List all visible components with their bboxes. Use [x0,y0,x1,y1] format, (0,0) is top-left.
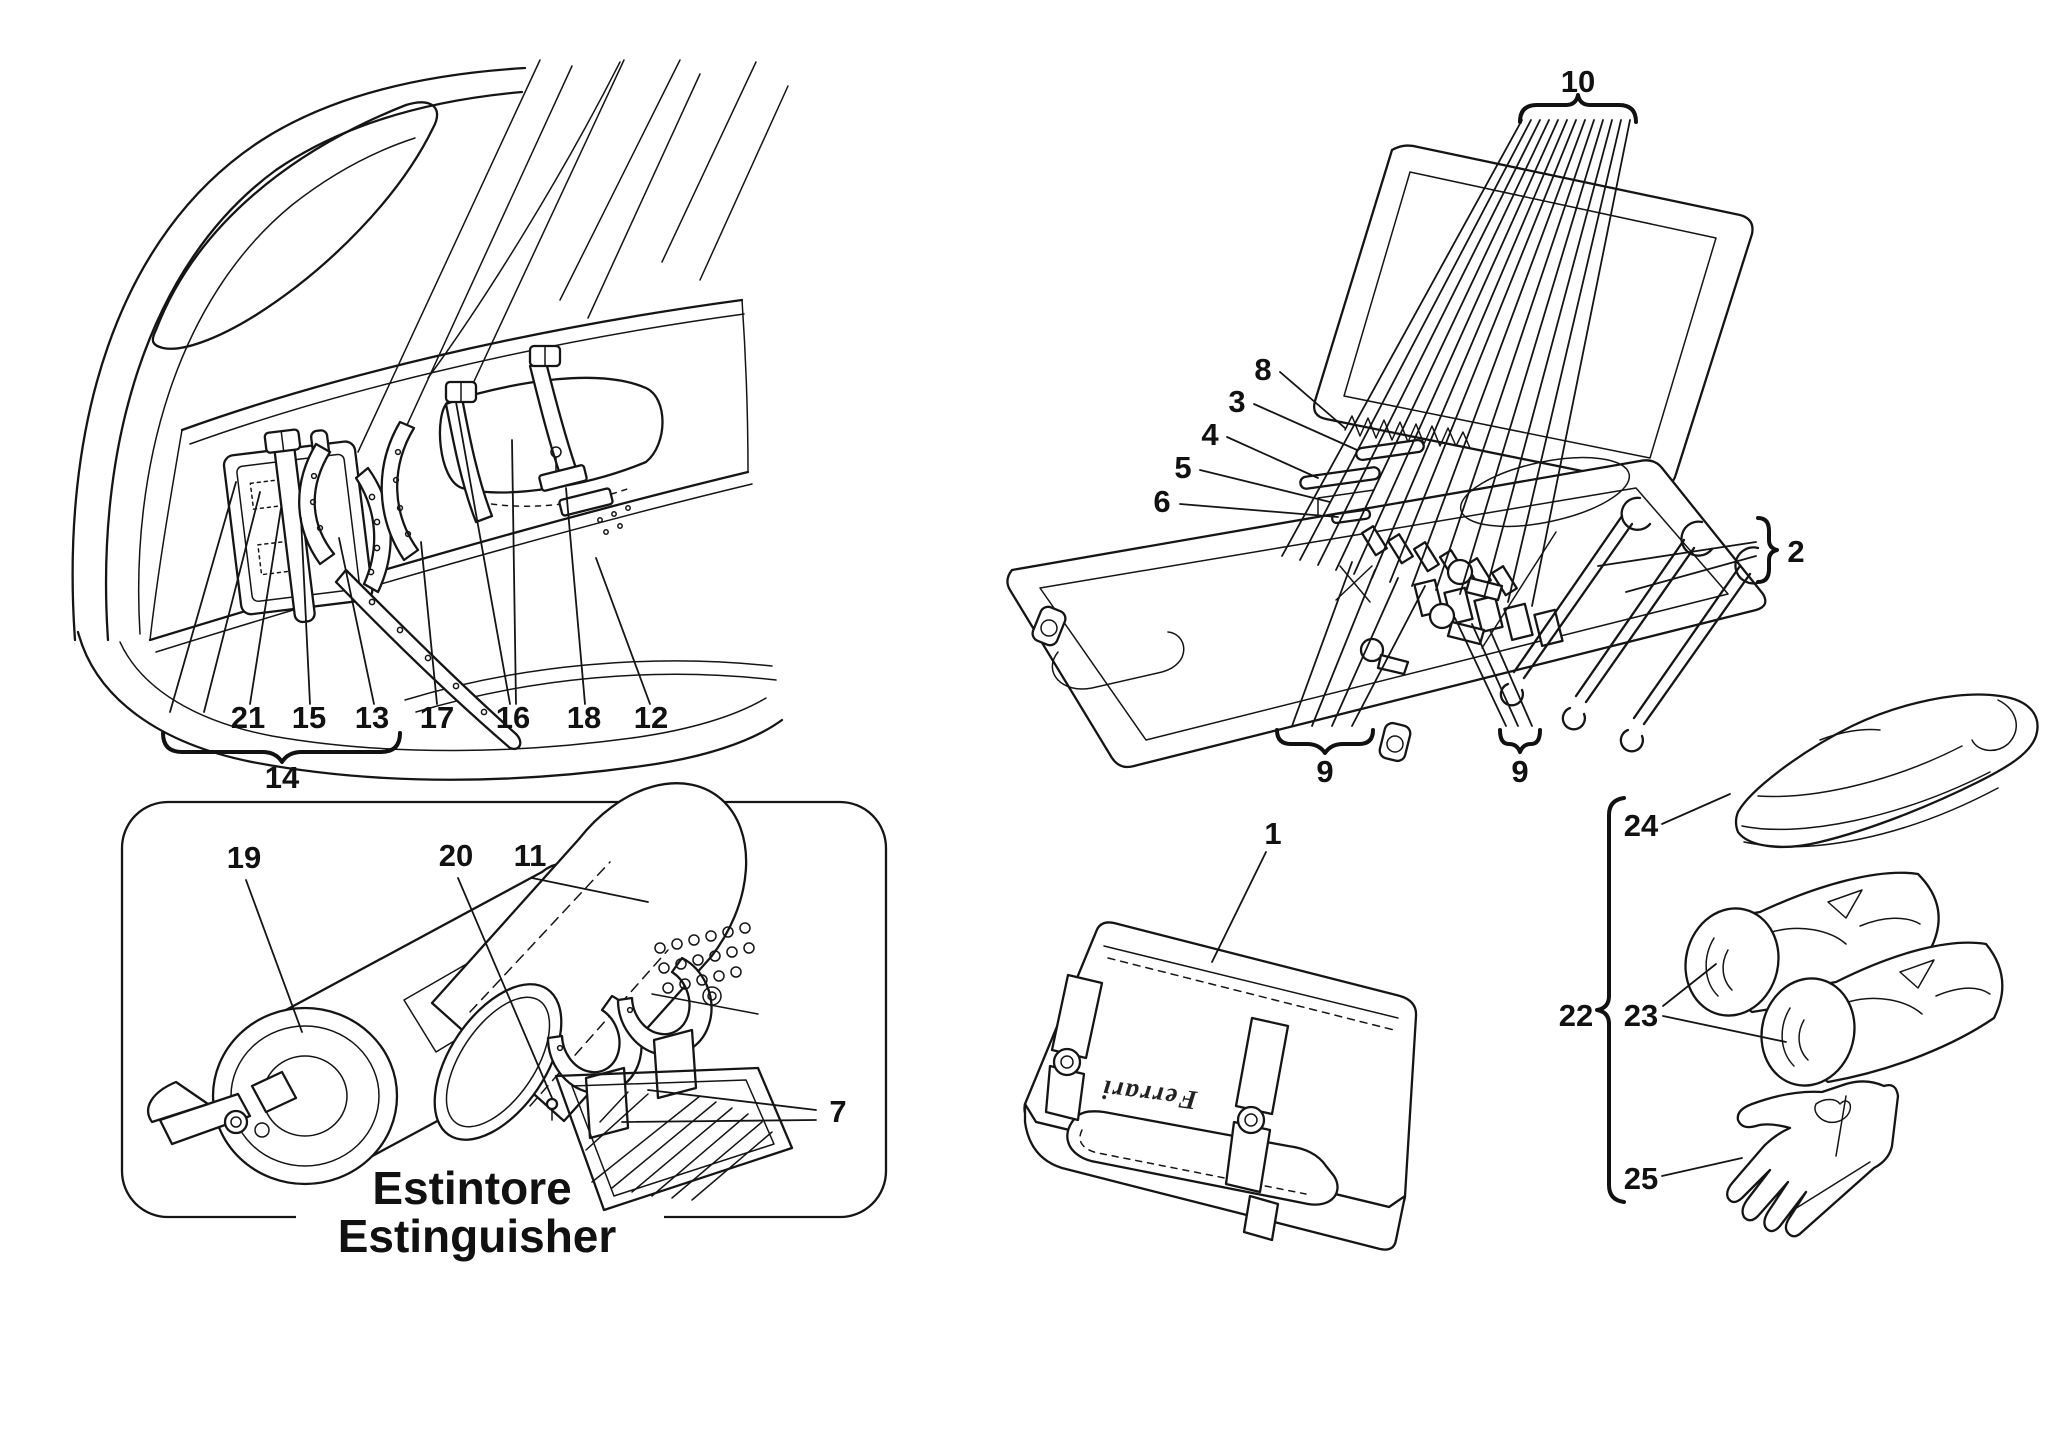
callout-9-left: 9 [1316,754,1333,789]
callout-1: 1 [1264,816,1281,851]
screwdriver-leader-fan [1281,119,1631,607]
extinguisher-cover-tube [430,782,748,1141]
accessories-figure: 24 22 23 25 [1559,693,2039,1238]
callout-10: 10 [1561,64,1595,99]
long-strap [334,568,522,751]
callout-23: 23 [1624,998,1658,1033]
terminal-lugs [1359,558,1504,676]
callout-20: 20 [439,838,473,873]
callout-22: 22 [1559,998,1593,1033]
trunk-leader-lines [169,401,651,713]
callout-15: 15 [292,700,326,735]
brace-9-right [1498,728,1542,754]
callout-24: 24 [1624,808,1659,843]
toolkit-tray [1006,459,1767,769]
callout-11: 11 [514,838,547,873]
callout-6: 6 [1153,484,1170,519]
folded-cloth [1734,693,2039,849]
callout-17: 17 [420,700,454,735]
brace-22 [1595,796,1626,1204]
mounting-clamps [545,956,713,1140]
rivet-grid [651,922,759,1015]
extinguisher-panel: 19 20 11 7 Estintore Estinguisher [120,782,888,1262]
callout-16: 16 [496,700,530,735]
trunk-extinguisher [298,344,664,566]
callout-18: 18 [567,700,601,735]
case-strap-right [1224,1016,1290,1242]
callout-4: 4 [1201,417,1219,452]
panel-title-english: Estinguisher [338,1210,617,1262]
callout-7: 7 [829,1094,846,1129]
callout-19: 19 [227,840,261,875]
callout-12: 12 [634,700,668,735]
callout-25: 25 [1624,1161,1658,1196]
callout-5: 5 [1174,450,1191,485]
callout-13: 13 [355,700,389,735]
callout-3: 3 [1228,384,1245,419]
tool-4 [1299,466,1381,490]
tool-5 [1317,489,1375,517]
small-parts-leaders-left [1291,561,1426,727]
callout-9-right: 9 [1511,754,1528,789]
trunk-figure: 21 15 13 17 16 18 12 14 [71,59,789,795]
case-strap-left [1044,973,1104,1122]
gloves [1726,1080,1900,1238]
brace-10 [1518,93,1638,124]
brace-9-left [1275,728,1375,755]
brace-2 [1756,516,1779,584]
callout-2: 2 [1787,534,1804,569]
brace-14 [161,731,402,764]
callout-8: 8 [1254,352,1271,387]
case-handle [1066,1110,1339,1206]
closed-case-figure: Ferrari 1 [1023,816,1418,1251]
prancing-horse-icon [1814,1098,1852,1124]
floor-plate [554,1066,794,1212]
small-parts-leaders-right [1454,617,1533,727]
rolled-covers [1684,871,2004,1087]
caption-mask [296,1214,664,1260]
toolkit-lid [1313,144,1754,488]
toolkit-figure: 10 8 3 4 5 6 2 9 9 [1006,64,1805,789]
callout-14: 14 [265,760,300,795]
callout-21: 21 [231,700,265,735]
panel-title-italian: Estintore [372,1162,571,1214]
